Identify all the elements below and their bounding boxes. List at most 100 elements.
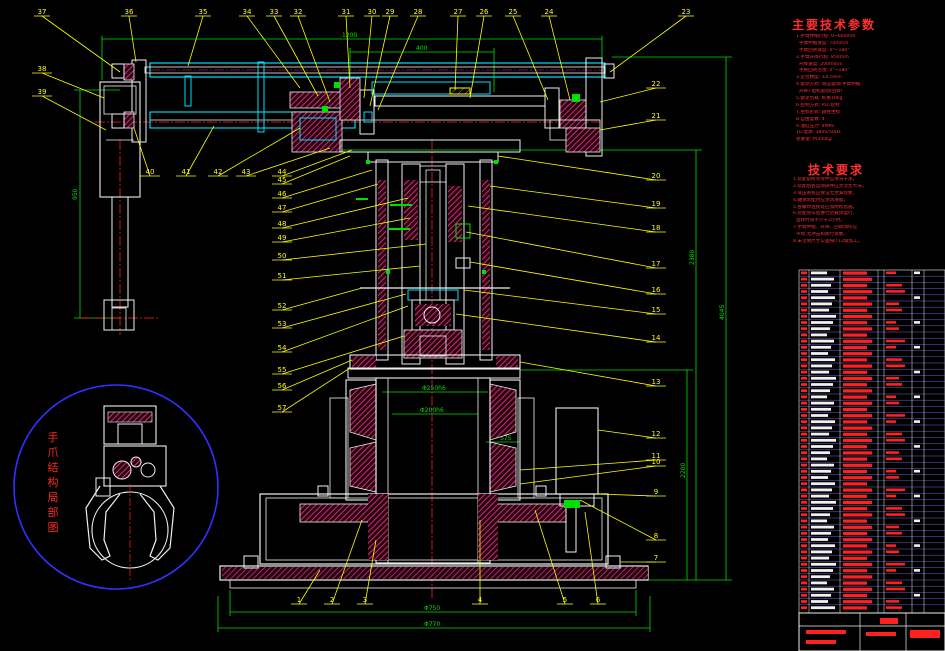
bom-cell-mark — [886, 432, 902, 436]
callout-19: 19 — [652, 200, 661, 208]
bom-cell-mark — [843, 463, 872, 467]
bom-cell-mark — [843, 358, 867, 362]
bom-cell-mark — [811, 345, 831, 349]
leader-line-27 — [454, 15, 459, 91]
bom-cell-mark — [801, 358, 807, 362]
callout-14: 14 — [652, 334, 661, 342]
bom-cell-mark — [811, 457, 827, 461]
bom-cell-mark — [886, 476, 899, 479]
bom-cell-mark — [886, 308, 902, 312]
detail-label-char: 部 — [47, 506, 59, 519]
dim-phi1: Φ250h6 — [422, 385, 446, 392]
requirements-line-3: 3.液压系统应保证无泄漏现象。 — [793, 190, 858, 196]
bom-cell-mark — [811, 401, 834, 405]
bom-cell-mark — [843, 575, 872, 579]
detail-label-char: 局 — [47, 491, 59, 504]
bom-cell-mark — [843, 321, 867, 325]
params-title: 主要技术参数 — [792, 18, 877, 32]
bom-cell-mark — [801, 420, 807, 424]
bom-cell-mark — [811, 358, 835, 362]
callout-50: 50 — [278, 252, 287, 260]
bom-cell-mark — [801, 587, 807, 591]
bom-cell-mark — [914, 395, 920, 399]
bom-cell-mark — [914, 420, 920, 423]
leader-line-8 — [579, 499, 657, 541]
bom-cell-mark — [811, 469, 831, 473]
callout-9: 9 — [654, 488, 658, 496]
detail-label-char: 手 — [47, 431, 59, 444]
bom-cell-mark — [811, 538, 828, 541]
leader-line-46 — [281, 169, 373, 199]
bom-cell-mark — [801, 544, 807, 548]
dim-phi3: Φ750 — [424, 605, 440, 612]
bom-cell-mark — [811, 389, 830, 393]
bom-cell-mark — [843, 494, 867, 498]
bom-cell-mark — [801, 352, 807, 355]
bom-cell-mark — [843, 451, 872, 455]
bom-cell-mark — [843, 538, 872, 542]
bom-cell-mark — [801, 290, 807, 293]
detail-label-char: 爪 — [47, 446, 59, 459]
bom-cell-mark — [886, 507, 902, 510]
bom-cell-mark — [843, 556, 867, 560]
bom-cell-mark — [811, 432, 829, 436]
bom-cell-mark — [843, 277, 872, 281]
bom-cell-mark — [843, 587, 872, 591]
leader-line-5 — [534, 509, 566, 605]
leader-line-44 — [281, 149, 353, 177]
bom-cell-mark — [843, 525, 872, 529]
callout-52: 52 — [278, 302, 287, 310]
bom-cell-mark — [914, 469, 920, 473]
bom-cell-mark — [843, 593, 867, 598]
bom-cell-mark — [801, 414, 807, 417]
callout-36: 36 — [125, 8, 134, 16]
bom-cell-mark — [801, 389, 807, 393]
bom-cell-mark — [843, 562, 872, 567]
leader-line-1 — [298, 569, 321, 605]
bom-cell-mark — [914, 569, 920, 572]
callout-21: 21 — [652, 112, 661, 120]
leader-line-41 — [185, 125, 215, 177]
leader-line-31 — [345, 15, 351, 89]
bom-cell-mark — [843, 352, 872, 356]
bom-cell-mark — [801, 606, 807, 610]
callout-46: 46 — [278, 190, 287, 198]
dimension-lines — [74, 36, 732, 632]
leader-line-9 — [595, 493, 657, 497]
bom-cell-mark — [811, 531, 831, 535]
bom-cell-mark — [886, 364, 905, 368]
bom-cell-mark — [801, 581, 807, 585]
callout-leaders — [32, 15, 694, 605]
leader-line-56 — [281, 359, 353, 391]
bom-cell-mark — [886, 438, 905, 442]
bom-cell-mark — [843, 513, 872, 517]
bom-cell-mark — [811, 500, 836, 504]
callout-57: 57 — [278, 404, 287, 412]
callout-39: 39 — [38, 88, 47, 96]
callout-37: 37 — [38, 8, 47, 16]
callout-56: 56 — [278, 382, 287, 390]
callout-16: 16 — [652, 286, 661, 294]
params-line-2: 手臂伸缩速度: 70mm/s — [796, 40, 849, 46]
params-line-12: 7.坐标形式: 圆柱坐标 — [796, 109, 841, 115]
arm-assembly — [111, 57, 615, 157]
bom-cell-mark — [811, 314, 836, 318]
bom-cell-mark — [801, 513, 807, 517]
bom-cell-mark — [811, 519, 827, 523]
bom-cell-mark — [886, 339, 905, 343]
leader-line-35 — [187, 15, 204, 67]
leader-line-22 — [599, 87, 657, 103]
bom-cell-mark — [811, 445, 833, 448]
bom-cell-mark — [886, 587, 905, 591]
bom-cell-mark — [811, 587, 834, 591]
bom-cell-mark — [843, 308, 867, 312]
callout-28: 28 — [414, 8, 423, 16]
bom-cell-mark — [811, 426, 832, 430]
callout-23: 23 — [682, 8, 691, 16]
bom-cell-mark — [843, 383, 867, 387]
bom-cell-mark — [811, 339, 834, 343]
callout-26: 26 — [480, 8, 489, 16]
bom-cell-mark — [843, 482, 867, 486]
callout-42: 42 — [214, 168, 223, 176]
bom-cell-mark — [914, 296, 920, 299]
